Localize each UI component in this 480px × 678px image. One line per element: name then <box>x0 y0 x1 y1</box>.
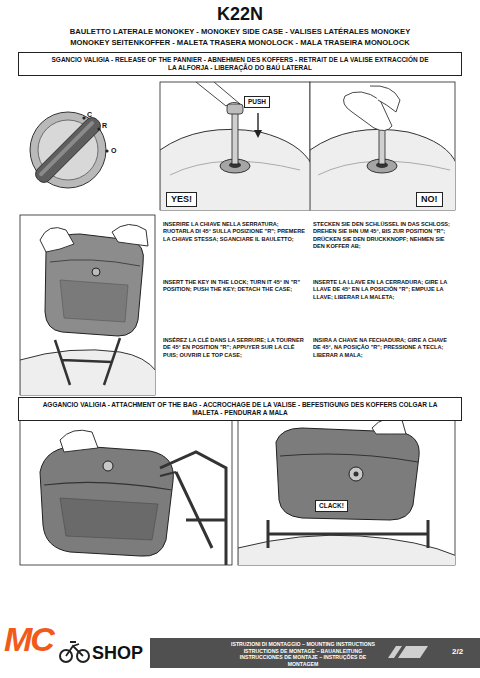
case-detach-figure <box>20 224 155 395</box>
yes-tag: YES! <box>166 192 197 207</box>
node-text: SGANCIO VALIGIA - RELEASE OF THE PANNIER… <box>50 56 430 72</box>
dial-position: O <box>111 146 116 155</box>
shop-logo: MC <box>4 622 53 656</box>
no-tag: NO! <box>416 192 443 207</box>
subtitle: BAULETTO LATERALE MONOKEY - MONOKEY SIDE… <box>0 27 480 37</box>
page-title: K22N <box>0 4 480 25</box>
node-text: YES! <box>171 194 192 205</box>
key-push-figure <box>160 82 310 210</box>
node-text: PUSH <box>248 98 266 106</box>
panel-frame <box>20 420 232 565</box>
node-text: CLACK! <box>319 502 344 510</box>
dial-position: R <box>102 121 107 130</box>
dial-position: C <box>87 110 92 119</box>
key-turn-figure <box>310 86 455 210</box>
case-lock-figure <box>238 420 455 565</box>
instruction-text: INSERTE LA LLAVE EN LA CERRADURA; GIRE L… <box>313 279 455 301</box>
page-number: 2/2 <box>452 647 463 657</box>
node-text: AGGANCIO VALIGIA - ATTACHMENT OF THE BAG… <box>35 401 445 417</box>
instruction-text: INSERT THE KEY IN THE LOCK; TURN IT 45° … <box>163 279 305 294</box>
footer-bar <box>150 638 480 668</box>
shop-logo: SHOP <box>92 644 143 662</box>
instruction-text: STECKEN SIE DEN SCHLÜSSEL IN DAS SCHLOSS… <box>313 221 455 250</box>
instruction-text: INSÉREZ LA CLÉ DANS LA SERRURE; LA TOURN… <box>163 337 305 359</box>
node-text: ISTRUZIONI DI MONTAGGIO – MOUNTING INSTR… <box>224 641 382 667</box>
subtitle: MONOKEY SEITENKOFFER - MALETA TRASERA MO… <box>0 38 480 48</box>
clack-tag: CLACK! <box>315 500 348 512</box>
bike-icon <box>60 642 89 662</box>
instruction-text: INSERIRE LA CHIAVE NELLA SERRATURA; RUOT… <box>163 221 305 243</box>
footer-text: ISTRUZIONI DI MONTAGGIO – MOUNTING INSTR… <box>222 640 384 668</box>
section-band: SGANCIO VALIGIA - RELEASE OF THE PANNIER… <box>18 52 462 76</box>
node-text: NO! <box>421 194 438 205</box>
instruction-text: INSIRA A CHAVE NA FECHADURA; GIRE A CHAV… <box>313 337 455 359</box>
section-band: AGGANCIO VALIGIA - ATTACHMENT OF THE BAG… <box>18 397 462 421</box>
key-dial <box>30 112 109 188</box>
brand-logo <box>388 646 428 658</box>
push-tag: PUSH <box>244 96 270 108</box>
case-hook-figure <box>40 430 226 565</box>
